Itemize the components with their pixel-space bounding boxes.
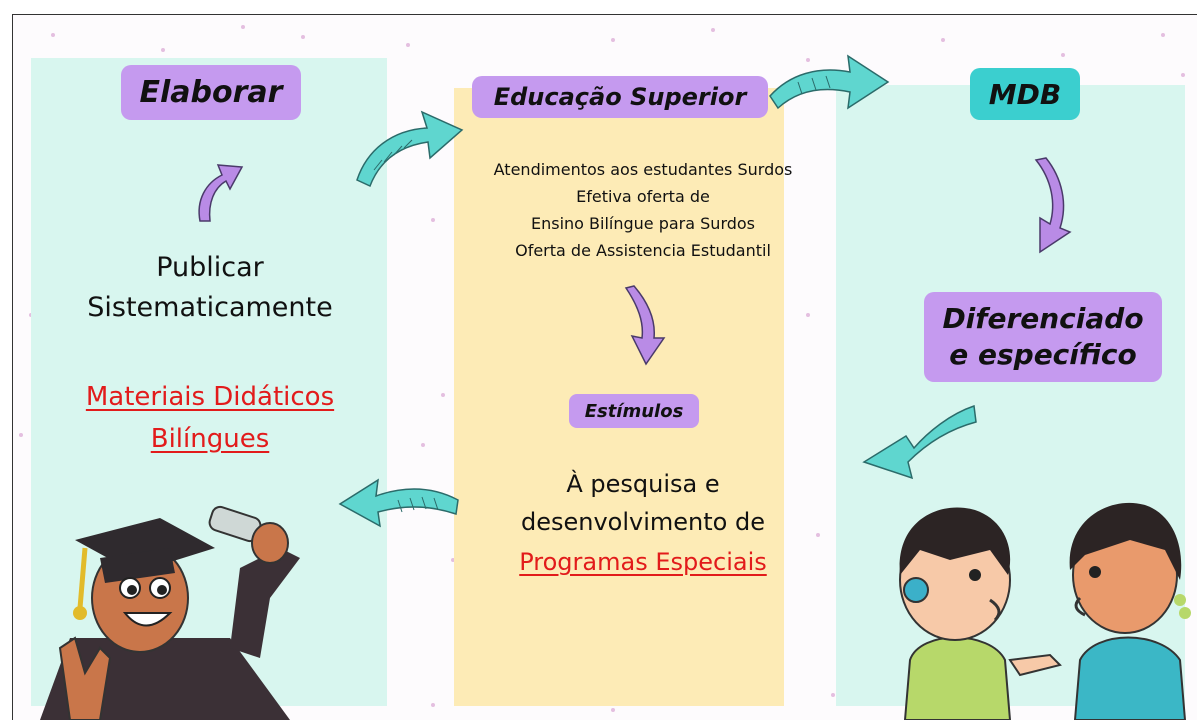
educacao-item-4: Oferta de Assistencia Estudantil <box>515 241 771 260</box>
graduate-student-illustration <box>40 505 300 720</box>
arrow-to-educacao-icon <box>356 110 464 188</box>
confetti-dots <box>19 25 1185 712</box>
left-panel <box>31 58 387 706</box>
estimulos-label: Estímulos <box>584 400 684 422</box>
programas-especiais-link[interactable]: Programas Especiais <box>519 548 767 576</box>
diferenciado-box: Diferenciado e específico <box>924 292 1162 382</box>
mdb-header: MDB <box>970 68 1080 120</box>
elaborar-header: Elaborar <box>121 65 301 120</box>
desenvolvimento-text: desenvolvimento de <box>521 508 765 536</box>
especifico-label: e específico <box>949 338 1137 371</box>
curved-arrow-down-right-icon <box>1034 157 1072 254</box>
deaf-children-conversation-illustration <box>899 502 1191 720</box>
sistematicamente-text: Sistematicamente <box>87 292 333 323</box>
elaborar-label: Elaborar <box>139 75 283 110</box>
curved-arrow-down-icon <box>624 285 666 366</box>
materiais-didaticos-link[interactable]: Materiais Didáticos <box>85 382 335 412</box>
pesquisa-text: À pesquisa e <box>566 470 720 498</box>
estimulos-header: Estímulos <box>569 394 699 428</box>
educacao-item-3: Ensino Bilíngue para Surdos <box>530 214 756 233</box>
educacao-superior-label: Educação Superior <box>493 83 747 111</box>
educacao-superior-header: Educação Superior <box>472 76 768 118</box>
bilingues-link[interactable]: Bilíngues <box>150 424 270 454</box>
educacao-item-2: Efetiva oferta de <box>576 187 710 206</box>
arrow-to-middle-panel-icon <box>862 404 977 480</box>
curved-arrow-up-icon <box>198 164 244 222</box>
diferenciado-label: Diferenciado <box>942 302 1144 335</box>
arrow-to-left-panel-icon <box>338 478 459 528</box>
educacao-item-1: Atendimentos aos estudantes Surdos <box>493 160 793 179</box>
publicar-text: Publicar <box>156 252 264 283</box>
mdb-label: MDB <box>988 77 1062 111</box>
arrow-to-mdb-icon <box>769 54 890 110</box>
